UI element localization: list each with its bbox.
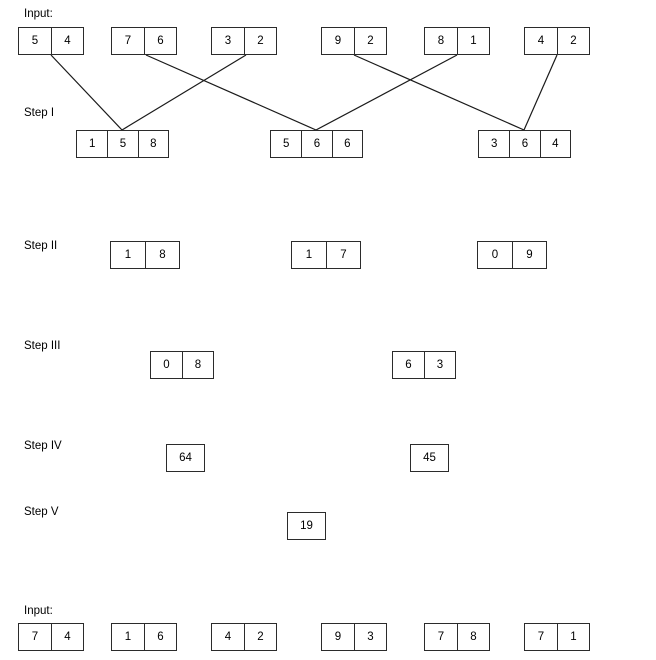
- link-in2-to-s1b2: [145, 54, 317, 131]
- step2-box-2-cell-2: 7: [325, 242, 360, 268]
- step-label-step-5: Step V: [24, 506, 59, 518]
- step-label-step-2: Step II: [24, 240, 58, 252]
- step1-box-2-cell-2: 6: [301, 131, 332, 157]
- step1-box-3-cell-1: 3: [479, 131, 510, 157]
- step4-box-2-cell-1: 45: [411, 445, 448, 471]
- input2-box-6-cell-2: 1: [556, 624, 589, 650]
- input2-box-4-cell-2: 3: [353, 624, 386, 650]
- step2-box-1-cell-1: 1: [111, 242, 145, 268]
- step1-box-3-cell-2: 6: [509, 131, 540, 157]
- link-in1-to-s1b1: [50, 54, 123, 131]
- input2-box-4-cell-1: 9: [322, 624, 354, 650]
- input2-box-5-cell-2: 8: [456, 624, 489, 650]
- step4-box-1: 64: [166, 444, 205, 472]
- step3-box-2-cell-2: 3: [423, 352, 455, 378]
- step2-box-3-cell-1: 0: [478, 242, 512, 268]
- input-box-2-cell-2: 6: [143, 28, 176, 54]
- step-label-step-1: Step I: [24, 107, 55, 119]
- step4-box-1-cell-1: 64: [167, 445, 204, 471]
- input2-box-3-cell-2: 2: [243, 624, 276, 650]
- step1-box-1-cell-3: 8: [137, 131, 168, 157]
- step3-box-1-cell-1: 0: [151, 352, 182, 378]
- step2-box-3-cell-2: 9: [511, 242, 546, 268]
- step1-box-2-cell-3: 6: [331, 131, 362, 157]
- step1-box-1-cell-2: 5: [107, 131, 138, 157]
- step1-box-1-cell-1: 1: [77, 131, 108, 157]
- link-in5-to-s1b2: [315, 54, 458, 131]
- input-box-4-cell-1: 9: [322, 28, 354, 54]
- input2-box-5-cell-1: 7: [425, 624, 457, 650]
- input2-box-3-cell-1: 4: [212, 624, 244, 650]
- link-in4-to-s1b3: [353, 54, 525, 131]
- step5-box-1: 19: [287, 512, 326, 540]
- input-box-6-cell-2: 2: [556, 28, 589, 54]
- step5-box-1-cell-1: 19: [288, 513, 325, 539]
- step2-box-1-cell-2: 8: [144, 242, 179, 268]
- input2-box-2-cell-1: 1: [112, 624, 144, 650]
- input-box-6-cell-1: 4: [525, 28, 557, 54]
- step-label-step-3: Step III: [24, 340, 61, 352]
- step-label-step-4: Step IV: [24, 440, 62, 452]
- input2-box-2-cell-2: 6: [143, 624, 176, 650]
- input-box-2-cell-1: 7: [112, 28, 144, 54]
- input2-box-1-cell-2: 4: [50, 624, 83, 650]
- step1-box-3-cell-3: 4: [539, 131, 570, 157]
- input-box-5-cell-2: 1: [456, 28, 489, 54]
- link-in3-to-s1b1: [121, 54, 247, 131]
- input-box-1-cell-1: 5: [19, 28, 51, 54]
- step3-box-1-cell-2: 8: [181, 352, 213, 378]
- input2-box-1-cell-1: 7: [19, 624, 51, 650]
- input-label-bottom: Input:: [24, 605, 53, 617]
- input-box-5-cell-1: 8: [425, 28, 457, 54]
- link-in6-to-s1b3: [523, 54, 558, 131]
- input2-box-6-cell-1: 7: [525, 624, 557, 650]
- input-box-1-cell-2: 4: [50, 28, 83, 54]
- step1-box-2-cell-1: 5: [271, 131, 302, 157]
- step3-box-2-cell-1: 6: [393, 352, 424, 378]
- input-box-3-cell-2: 2: [243, 28, 276, 54]
- input-box-4-cell-2: 2: [353, 28, 386, 54]
- input-label-top: Input:: [24, 8, 53, 20]
- step2-box-2-cell-1: 1: [292, 242, 326, 268]
- step4-box-2: 45: [410, 444, 449, 472]
- input-box-3-cell-1: 3: [212, 28, 244, 54]
